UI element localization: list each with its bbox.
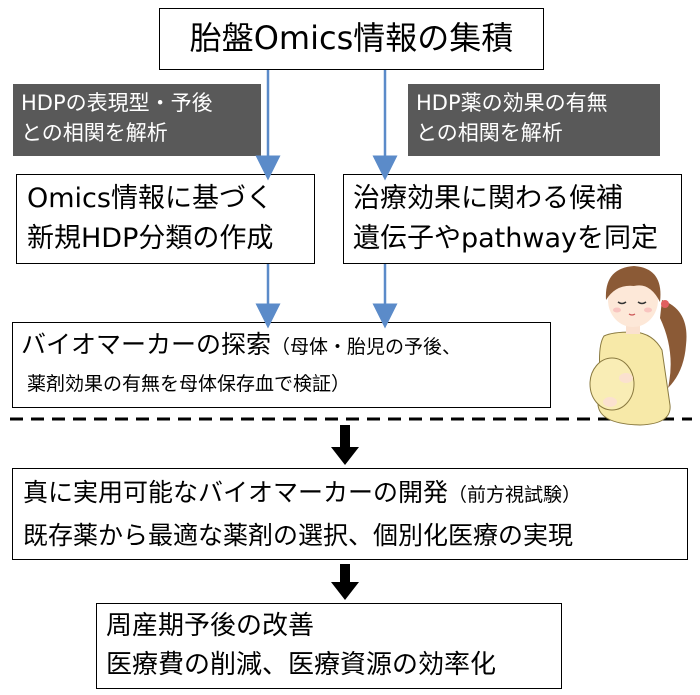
biomarker-box-sub: （母体・胎児の予後、 [271,336,462,358]
biomarker-box-main: バイオマーカーの探索 [21,330,272,359]
classification-box-line2: 新規HDP分類の作成 [27,223,274,254]
candidate-gene-box: 治療効果に関わる候補 遺伝子やpathwayを同定 [343,174,682,264]
left-analysis-label-line1: HDPの表現型・予後 [21,91,213,115]
right-analysis-label: HDP薬の効果の有無 との相関を解析 [408,84,660,156]
practical-box-main: 真に実用可能なバイオマーカーの開発 [23,478,449,507]
top-box-text: 胎盤Omics情報の集積 [189,19,514,57]
candidate-gene-box-line1: 治療効果に関わる候補 [353,183,623,214]
practical-biomarker-box: 真に実用可能なバイオマーカーの開発（前方視試験） 既存薬から最適な薬剤の選択、個… [12,468,688,560]
black-arrow-2 [331,564,359,600]
black-arrow-1 [331,425,359,465]
outcome-box-line1: 周産期予後の改善 [106,611,315,641]
classification-box: Omics情報に基づく 新規HDP分類の作成 [16,174,315,264]
right-analysis-label-line1: HDP薬の効果の有無 [416,91,608,115]
outcome-box: 周産期予後の改善 医療費の削減、医療資源の効率化 [96,603,562,689]
top-box: 胎盤Omics情報の集積 [159,8,544,70]
practical-box-line2: 既存薬から最適な薬剤の選択、個別化医療の実現 [23,521,574,550]
classification-box-line1: Omics情報に基づく [27,183,273,214]
outcome-box-line2: 医療費の削減、医療資源の効率化 [106,650,497,680]
practical-box-sub: （前方視試験） [448,484,582,506]
pregnant-woman-icon [589,266,687,426]
right-analysis-label-line2: との相関を解析 [416,121,563,145]
left-analysis-label-line2: との相関を解析 [21,121,168,145]
biomarker-box-line2: 薬剤効果の有無を母体保存血で検証） [27,373,351,395]
left-analysis-label: HDPの表現型・予後 との相関を解析 [13,84,261,156]
biomarker-box: バイオマーカーの探索（母体・胎児の予後、 薬剤効果の有無を母体保存血で検証） [12,322,551,408]
candidate-gene-box-line2: 遺伝子やpathwayを同定 [353,223,658,254]
